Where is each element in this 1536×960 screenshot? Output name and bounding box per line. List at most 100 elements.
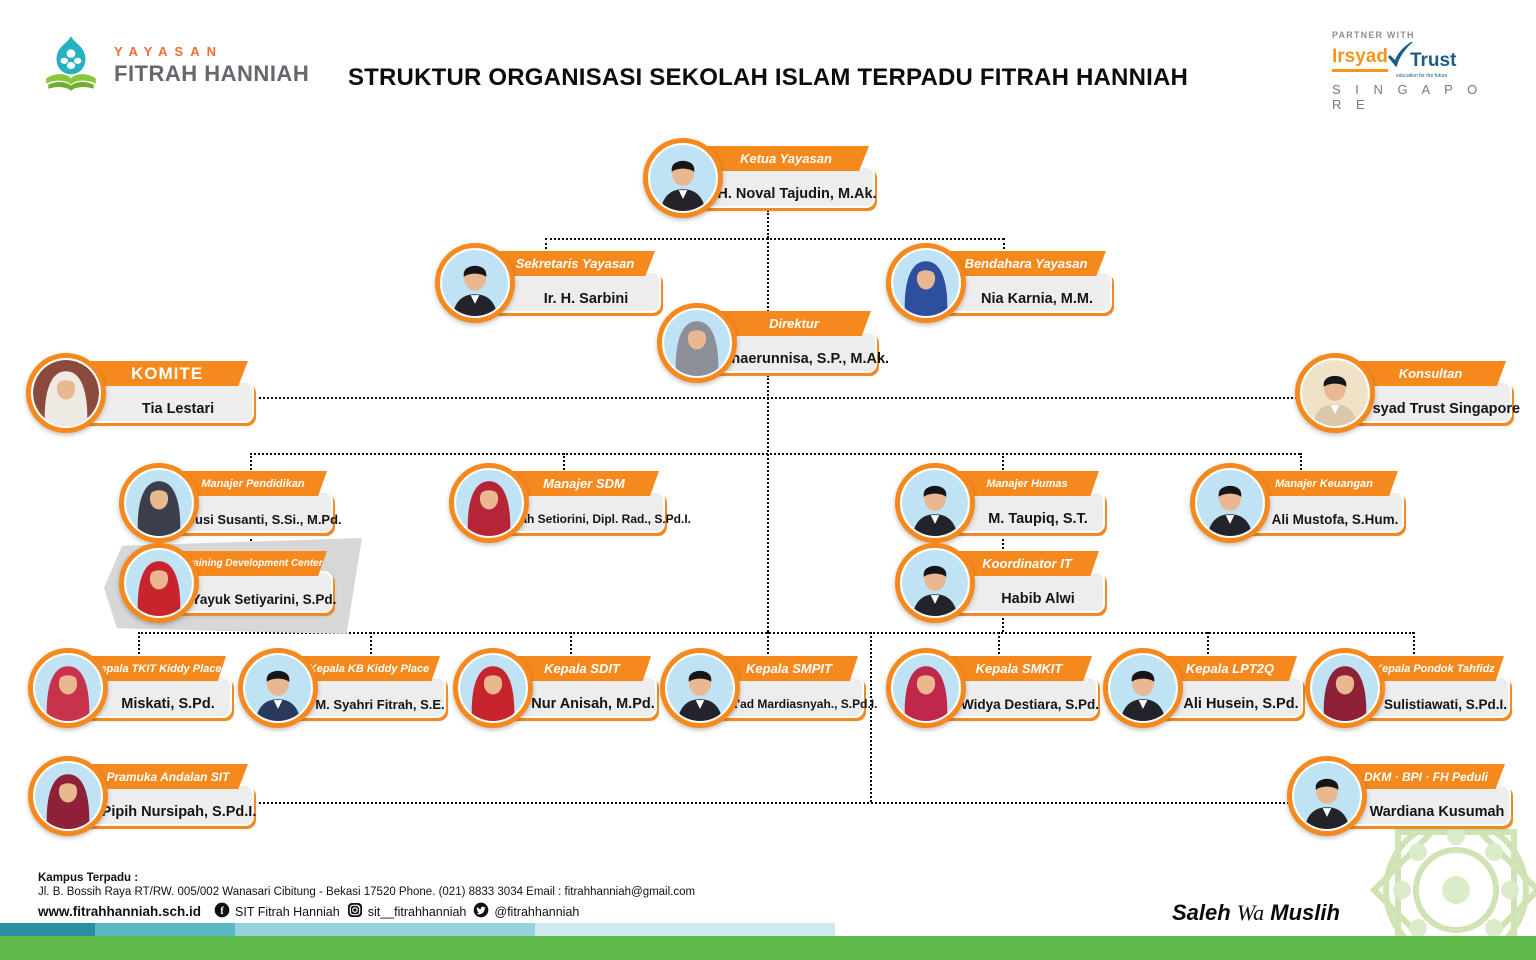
role-title: Ketua Yayasan — [740, 151, 832, 166]
role-ribbon: Kepala SMKIT — [946, 656, 1092, 681]
mosque-book-logo-icon — [40, 34, 102, 96]
person-name: Nia Karnia, M.M. — [981, 291, 1093, 307]
role-title: Bendahara Yayasan — [964, 256, 1088, 271]
campus-label: Kampus Terpadu : — [38, 872, 139, 884]
person-photo — [238, 648, 318, 728]
role-title: Kepala SDIT — [544, 661, 620, 676]
org-card-ketua-yayasan: H. Noval Tajudin, M.Ak. Ketua Yayasan — [643, 138, 877, 218]
person-name: Nur Anisah, M.Pd. — [531, 696, 655, 712]
role-ribbon: Training Development Center — [179, 551, 327, 576]
person-photo — [895, 463, 975, 543]
role-title: Konsultan — [1398, 366, 1463, 381]
person-name: Pipih Nursipah, S.Pd.I. — [101, 804, 257, 820]
org-card-kepala-kb: M. Syahri Fitrah, S.E. Kepala KB Kiddy P… — [238, 648, 446, 728]
person-photo — [1295, 353, 1375, 433]
org-card-direktur: Chaerunnisa, S.P., M.Ak. Direktur — [657, 303, 889, 383]
person-photo — [1190, 463, 1270, 543]
role-ribbon: Kepala LPT2Q — [1163, 656, 1297, 681]
role-title: Koordinator IT — [982, 556, 1072, 571]
role-ribbon: Pramuka Andalan SIT — [88, 764, 248, 789]
person-name: M. Syahri Fitrah, S.E. — [315, 696, 445, 712]
role-title: Kepala KB Kiddy Place — [308, 662, 430, 675]
role-ribbon: Sekretaris Yayasan — [495, 251, 655, 276]
twitter-handle: @fitrahhanniah — [494, 904, 580, 919]
person-name: Ir. H. Sarbini — [543, 291, 629, 307]
person-photo — [886, 648, 966, 728]
instagram-icon — [347, 902, 363, 921]
org-card-manajer-humas: M. Taupiq, S.T. Manajer Humas — [895, 463, 1105, 543]
org-card-komite: Tia Lestari KOMITE — [26, 353, 254, 433]
role-title: Manajer Pendidikan — [201, 477, 305, 490]
partner-brand1: Irsyad — [1332, 46, 1388, 72]
role-title: DKM · BPI · FH Peduli — [1364, 769, 1488, 784]
role-ribbon: KOMITE — [86, 361, 248, 386]
motto-word-1: Saleh — [1172, 900, 1231, 925]
org-card-kepala-lpt2q: Ali Husein, S.Pd. Kepala LPT2Q — [1103, 648, 1303, 728]
website-url: www.fitrahhanniah.sch.id — [38, 904, 202, 919]
role-title: Manajer Keuangan — [1275, 477, 1373, 490]
org-card-manajer-pendidikan: Susi Susanti, S.Si., M.Pd. Manajer Pendi… — [119, 463, 342, 543]
role-title: Kepala TKIT Kiddy Place — [92, 662, 222, 675]
person-photo — [660, 648, 740, 728]
role-title: Kepala Pondok Tahfidz — [1374, 662, 1495, 675]
person-name: Sulistiawati, S.Pd.I. — [1383, 696, 1508, 712]
foundation-logo: YAYASAN FITRAH HANNIAH — [40, 34, 309, 96]
person-photo — [886, 243, 966, 323]
person-photo — [119, 543, 199, 623]
twitter-icon — [473, 902, 489, 921]
person-name: Miskati, S.Pd. — [121, 696, 215, 712]
person-photo — [26, 353, 106, 433]
motto-word-3: Muslih — [1270, 900, 1340, 925]
person-name: M. Taupiq, S.T. — [988, 511, 1088, 527]
role-title: Manajer Humas — [986, 477, 1068, 490]
person-photo — [895, 543, 975, 623]
role-ribbon: Kepala Pondok Tahfidz — [1365, 656, 1504, 681]
org-card-training-development-center: Yayuk Setiyarini, S.Pd. Training Develop… — [119, 543, 336, 623]
footer-contact-block: Kampus Terpadu : Jl. B. Bossih Raya RT/R… — [38, 872, 695, 921]
partner-tagline: education for the future — [1396, 73, 1448, 79]
person-name: Ali Mustofa, S.Hum. — [1271, 511, 1399, 527]
org-card-dkm-bpi-fh-peduli: Wardiana Kusumah DKM · BPI · FH Peduli — [1287, 756, 1511, 836]
role-ribbon: Konsultan — [1355, 361, 1506, 386]
logo-line1: YAYASAN — [114, 44, 223, 60]
org-card-kepala-smpit: Sa'ad Mardiasnyah., S.Pd.I. Kepala SMPIT — [660, 648, 877, 728]
org-card-pramuka-andalan-sit: Pipih Nursipah, S.Pd.I. Pramuka Andalan … — [28, 756, 257, 836]
person-name: Susi Susanti, S.Si., M.Pd. — [186, 511, 342, 527]
instagram-handle: sit__fitrahhanniah — [367, 904, 467, 919]
partner-logo: PARTNER WITH Irsyad Trust education for … — [1332, 30, 1492, 112]
role-ribbon: Direktur — [717, 311, 871, 336]
role-title: Training Development Center — [183, 558, 323, 569]
role-title: Kepala SMPIT — [746, 661, 832, 676]
org-card-manajer-keuangan: Ali Mustofa, S.Hum. Manajer Keuangan — [1190, 463, 1404, 543]
person-name: Indiah Setiorini, Dipl. Rad., S.Pd.I. — [498, 512, 692, 526]
role-title: Sekretaris Yayasan — [515, 256, 635, 271]
role-ribbon: Ketua Yayasan — [703, 146, 869, 171]
partner-country: S I N G A P O R E — [1332, 82, 1483, 112]
role-title: Manajer SDM — [543, 476, 625, 491]
partner-brand2: Trust — [1409, 50, 1457, 71]
person-name: Tia Lestari — [141, 401, 215, 417]
org-card-sekretaris-yayasan: Ir. H. Sarbini Sekretaris Yayasan — [435, 243, 661, 323]
person-name: Sa'ad Mardiasnyah., S.Pd.I. — [722, 697, 878, 711]
org-card-kepala-sdit: Nur Anisah, M.Pd. Kepala SDIT — [453, 648, 657, 728]
org-card-kepala-pondok-tahfidz: Sulistiawati, S.Pd.I. Kepala Pondok Tahf… — [1305, 648, 1510, 728]
role-title: Pramuka Andalan SIT — [106, 769, 230, 784]
role-ribbon: Kepala SMPIT — [720, 656, 858, 681]
role-ribbon: DKM · BPI · FH Peduli — [1347, 764, 1505, 789]
motto-word-2: Wa — [1236, 900, 1265, 925]
person-photo — [643, 138, 723, 218]
facebook-icon: f — [214, 902, 230, 921]
role-ribbon: Kepala SDIT — [513, 656, 651, 681]
person-photo — [28, 648, 108, 728]
org-card-koordinator-it: Habib Alwi Koordinator IT — [895, 543, 1105, 623]
org-card-manajer-sdm: Indiah Setiorini, Dipl. Rad., S.Pd.I. Ma… — [449, 463, 691, 543]
person-name: Widya Destiara, S.Pd. — [961, 696, 1099, 712]
org-card-kepala-tkit: Miskati, S.Pd. Kepala TKIT Kiddy Place — [28, 648, 232, 728]
person-name: Chaerunnisa, S.P., M.Ak. — [720, 351, 890, 367]
org-card-kepala-smkit: Widya Destiara, S.Pd. Kepala SMKIT — [886, 648, 1099, 728]
role-ribbon: Manajer Pendidikan — [179, 471, 327, 496]
role-title: Kepala SMKIT — [975, 661, 1063, 676]
role-ribbon: Manajer Keuangan — [1250, 471, 1398, 496]
role-ribbon: Manajer SDM — [509, 471, 659, 496]
